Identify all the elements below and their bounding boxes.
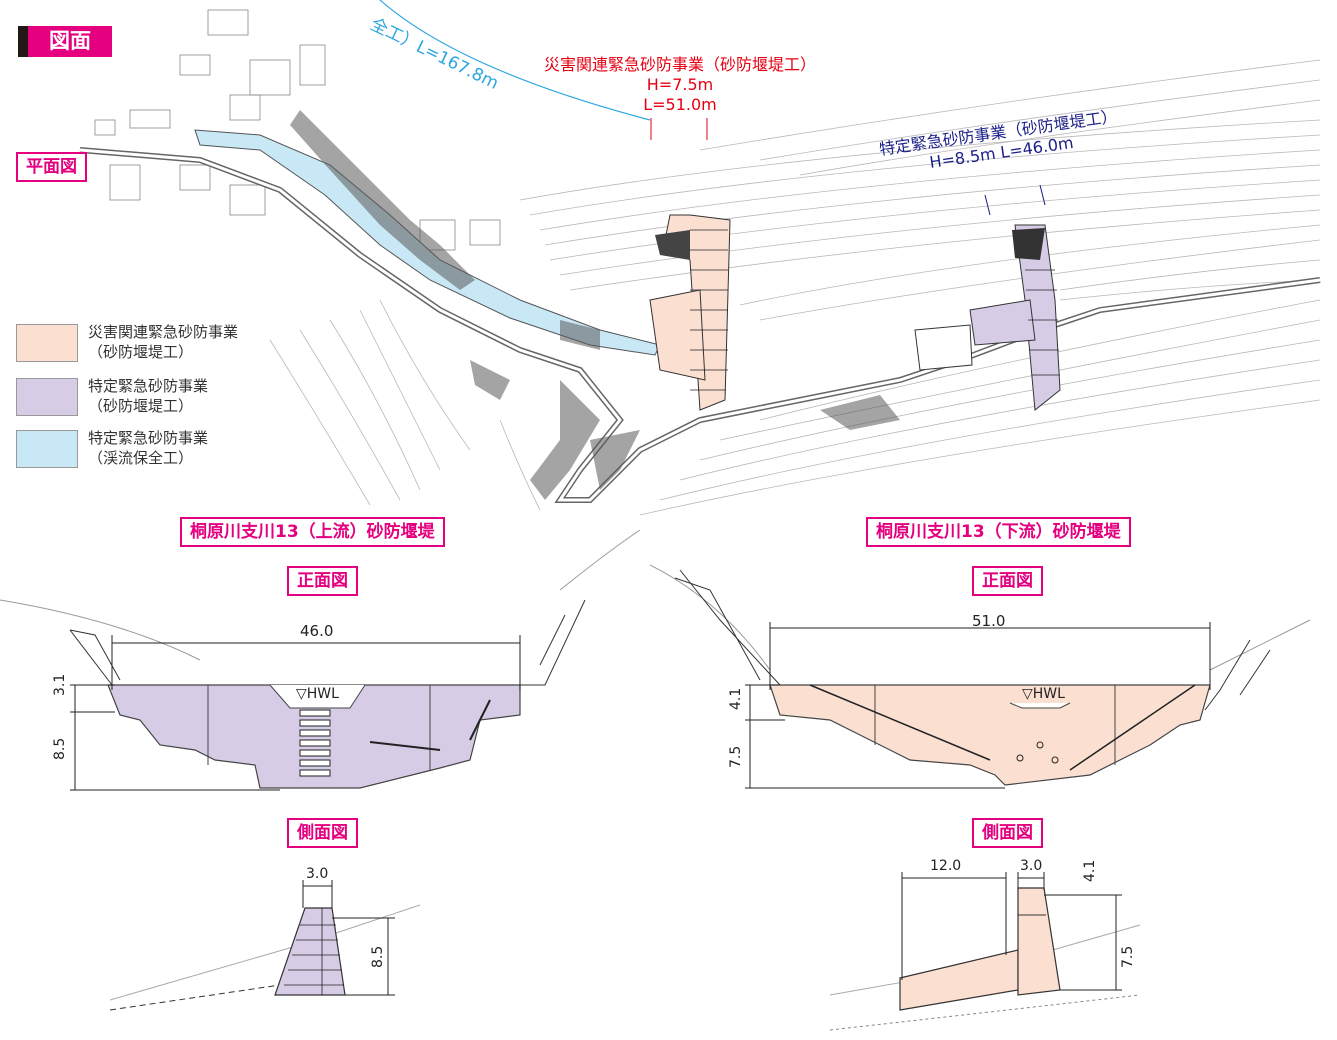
upstream-width-dim bbox=[111, 635, 521, 690]
legend-label: 特定緊急砂防事業 bbox=[88, 377, 209, 395]
downstream-htop-value: 4.1 bbox=[728, 687, 744, 710]
downstream-front-label: 正面図 bbox=[972, 566, 1043, 596]
hatched-slopes bbox=[290, 110, 900, 500]
legend-item-specific-dam: 特定緊急砂防事業 （砂防堰堤工） bbox=[16, 376, 266, 420]
disaster-project-h: H=7.5m bbox=[646, 75, 714, 94]
legend-sublabel: （砂防堰堤工） bbox=[88, 343, 194, 361]
legend-item-specific-channel: 特定緊急砂防事業 （渓流保全工） bbox=[16, 428, 266, 472]
downstream-side-label: 側面図 bbox=[972, 818, 1043, 848]
upstream-width-value: 46.0 bbox=[300, 622, 334, 640]
section-header: 図面 bbox=[18, 26, 112, 57]
legend-swatch bbox=[16, 378, 78, 416]
downstream-front-view bbox=[650, 564, 1311, 789]
buildings bbox=[94, 9, 501, 251]
plan-view-map bbox=[79, 0, 1321, 516]
upstream-side-view bbox=[109, 880, 421, 1011]
header-bar bbox=[18, 26, 28, 57]
header-title: 図面 bbox=[28, 26, 112, 57]
downstream-side-view bbox=[829, 872, 1141, 1031]
legend-sublabel: （砂防堰堤工） bbox=[88, 397, 194, 415]
downstream-title: 桐原川支川13（下流）砂防堰堤 bbox=[866, 517, 1131, 547]
upstream-dim-bracket bbox=[984, 184, 1046, 216]
upstream-side-width: 3.0 bbox=[306, 866, 329, 882]
downstream-hmain-value: 7.5 bbox=[728, 745, 744, 768]
downstream-height-dim bbox=[745, 684, 1005, 789]
downstream-side-top: 4.1 bbox=[1082, 859, 1098, 882]
downstream-dam-body bbox=[769, 684, 1211, 786]
downstream-width-dim bbox=[769, 622, 1211, 690]
upstream-spillway-steps bbox=[299, 709, 331, 777]
upstream-front-view bbox=[0, 530, 641, 791]
upstream-hwl: ▽HWL bbox=[296, 686, 339, 702]
downstream-side-body bbox=[1017, 887, 1061, 996]
upstream-dam-plan bbox=[914, 224, 1061, 411]
disaster-project-name: 災害関連緊急砂防事業（砂防堰堤工） bbox=[543, 55, 816, 74]
downstream-dim-bracket bbox=[650, 118, 708, 140]
downstream-side-width: 3.0 bbox=[1020, 858, 1043, 874]
upstream-hmain-value: 8.5 bbox=[52, 737, 68, 760]
downstream-dam-plan bbox=[649, 214, 731, 411]
disaster-project-l: L=51.0m bbox=[643, 95, 717, 114]
legend-label: 災害関連緊急砂防事業 bbox=[88, 323, 239, 341]
upstream-side-label: 側面図 bbox=[287, 818, 358, 848]
legend-item-disaster-dam: 災害関連緊急砂防事業 （砂防堰堤工） bbox=[16, 322, 266, 366]
downstream-hwl: ▽HWL bbox=[1022, 686, 1065, 702]
downstream-side-dims bbox=[901, 872, 1122, 991]
plan-view-label: 平面図 bbox=[16, 152, 87, 182]
legend-swatch bbox=[16, 324, 78, 362]
upstream-title: 桐原川支川13（上流）砂防堰堤 bbox=[180, 517, 445, 547]
upstream-side-dims bbox=[302, 880, 395, 996]
downstream-width-value: 51.0 bbox=[972, 612, 1006, 630]
upstream-front-label: 正面図 bbox=[287, 566, 358, 596]
legend-swatch bbox=[16, 430, 78, 468]
downstream-side-apron: 12.0 bbox=[930, 858, 962, 874]
upstream-height-dim bbox=[70, 684, 280, 791]
upstream-htop-value: 3.1 bbox=[52, 673, 68, 696]
downstream-side-height: 7.5 bbox=[1120, 945, 1136, 968]
channel-leader-line bbox=[379, 0, 651, 121]
legend-label: 特定緊急砂防事業 bbox=[88, 429, 209, 447]
upstream-side-height: 8.5 bbox=[370, 945, 386, 968]
disaster-project-note: 災害関連緊急砂防事業（砂防堰堤工） H=7.5m L=51.0m bbox=[520, 55, 840, 115]
contour-lines bbox=[269, 59, 1321, 516]
upstream-side-body bbox=[274, 907, 346, 996]
legend-sublabel: （渓流保全工） bbox=[88, 449, 194, 467]
